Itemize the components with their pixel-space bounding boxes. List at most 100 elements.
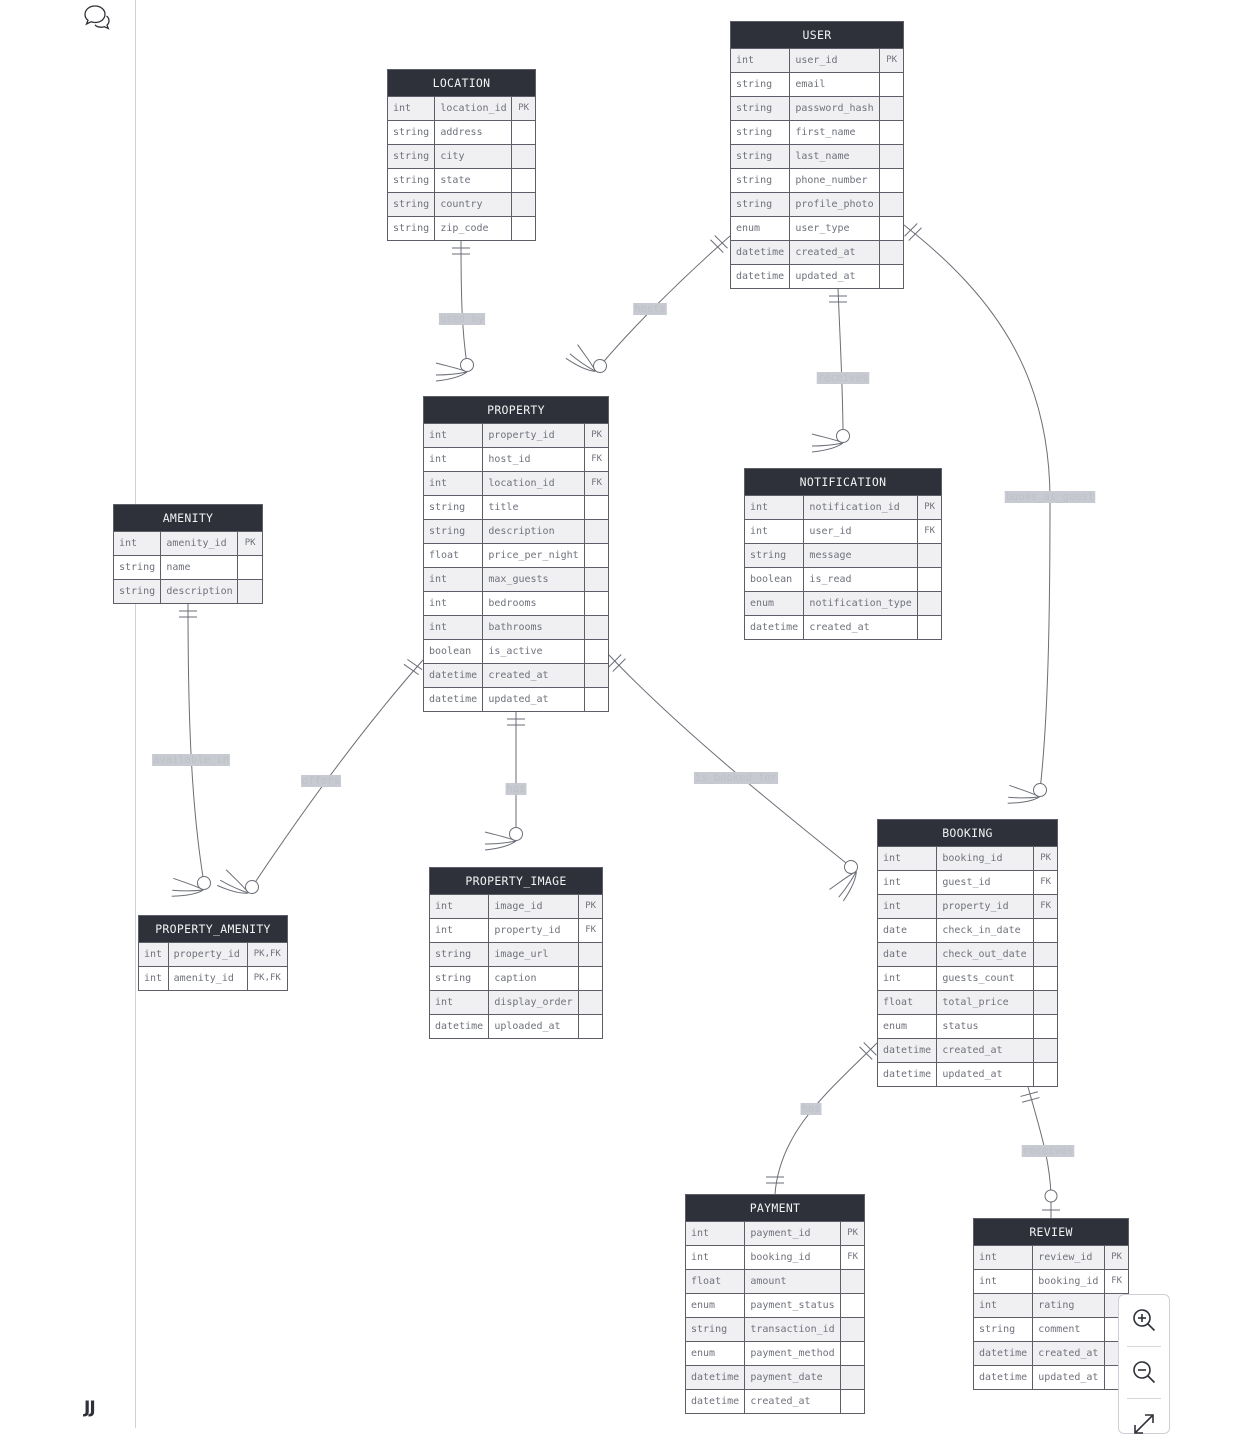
attribute-name: created_at [937,1039,1035,1062]
attribute-key [1034,991,1057,1014]
attribute-name: display_order [489,991,580,1014]
relationship-line[interactable] [608,654,852,868]
attribute-key: PK,FK [253,949,281,959]
attribute-type: datetime [745,616,805,639]
relationship-label-bg [301,775,341,787]
attribute-name: amount [745,1270,842,1293]
attribute-name: amenity_id [161,532,239,555]
attribute-name: email [790,73,881,96]
relationship-line[interactable] [837,287,844,437]
relationship-label-bg [800,1103,822,1115]
attribute-type: string [745,544,805,567]
attribute-type: date [878,943,938,966]
comment-icon[interactable] [82,2,112,32]
attribute-name: image_id [489,895,580,918]
zoom-in-icon[interactable] [1119,1295,1169,1345]
attribute-type: int [139,967,169,990]
attribute-key [918,568,941,591]
attribute-key [585,640,608,663]
attribute-name: created_at [745,1390,842,1413]
attribute-type: int [424,472,484,495]
attribute-name: user_id [804,520,919,543]
attribute-name: created_at [483,664,586,687]
cardinality-marker [710,235,728,253]
relationship-line[interactable] [599,235,731,367]
relationship-line[interactable] [187,602,205,884]
attribute-type: string [731,193,791,216]
entity-title: AMENITY [114,505,262,531]
attribute-name: amenity_id [169,967,248,990]
attribute-type: int [974,1294,1034,1317]
relationship-label: has [507,783,526,795]
attribute-type: string [424,520,484,543]
cardinality-marker [1042,1189,1060,1218]
attribute-key [585,616,608,639]
relationship-line[interactable] [460,238,468,366]
attribute-key: PK,FK [253,973,281,983]
attribute-type: string [974,1318,1034,1341]
attribute-key [841,1342,864,1365]
attribute-key: PK [518,103,530,113]
relationship-line[interactable] [251,659,424,888]
attribute-type: datetime [878,1039,938,1062]
relationship-label-bg [693,772,779,784]
attribute-name: total_price [937,991,1035,1014]
attribute-type: datetime [686,1366,746,1389]
attribute-name: address [435,121,513,144]
attribute-key [1034,967,1057,990]
cardinality-marker [565,344,607,373]
attribute-name: city [435,145,513,168]
cardinality-marker [829,860,858,902]
attribute-type: string [731,169,791,192]
attribute-type: string [388,169,436,192]
attribute-name: last_name [790,145,881,168]
attribute-type: datetime [424,688,484,711]
zoom-out-icon[interactable] [1119,1347,1169,1397]
attribute-name: description [483,520,586,543]
attribute-type: int [139,943,169,966]
relationship-label: hosts [634,303,666,315]
relationship-line[interactable] [1027,1086,1052,1197]
attribute-name: guest_id [937,871,1035,894]
attribute-name: updated_at [1033,1366,1106,1389]
relationship-line[interactable] [774,1042,878,1195]
attribute-type: float [878,991,938,1014]
attribute-key [579,1015,602,1038]
attribute-type: datetime [686,1390,746,1413]
attribute-type: int [878,895,938,918]
attribute-key [585,688,608,711]
attribute-name: description [161,580,239,603]
attribute-type: int [430,895,490,918]
fit-view-icon[interactable] [1119,1399,1169,1449]
cardinality-marker [829,295,847,303]
